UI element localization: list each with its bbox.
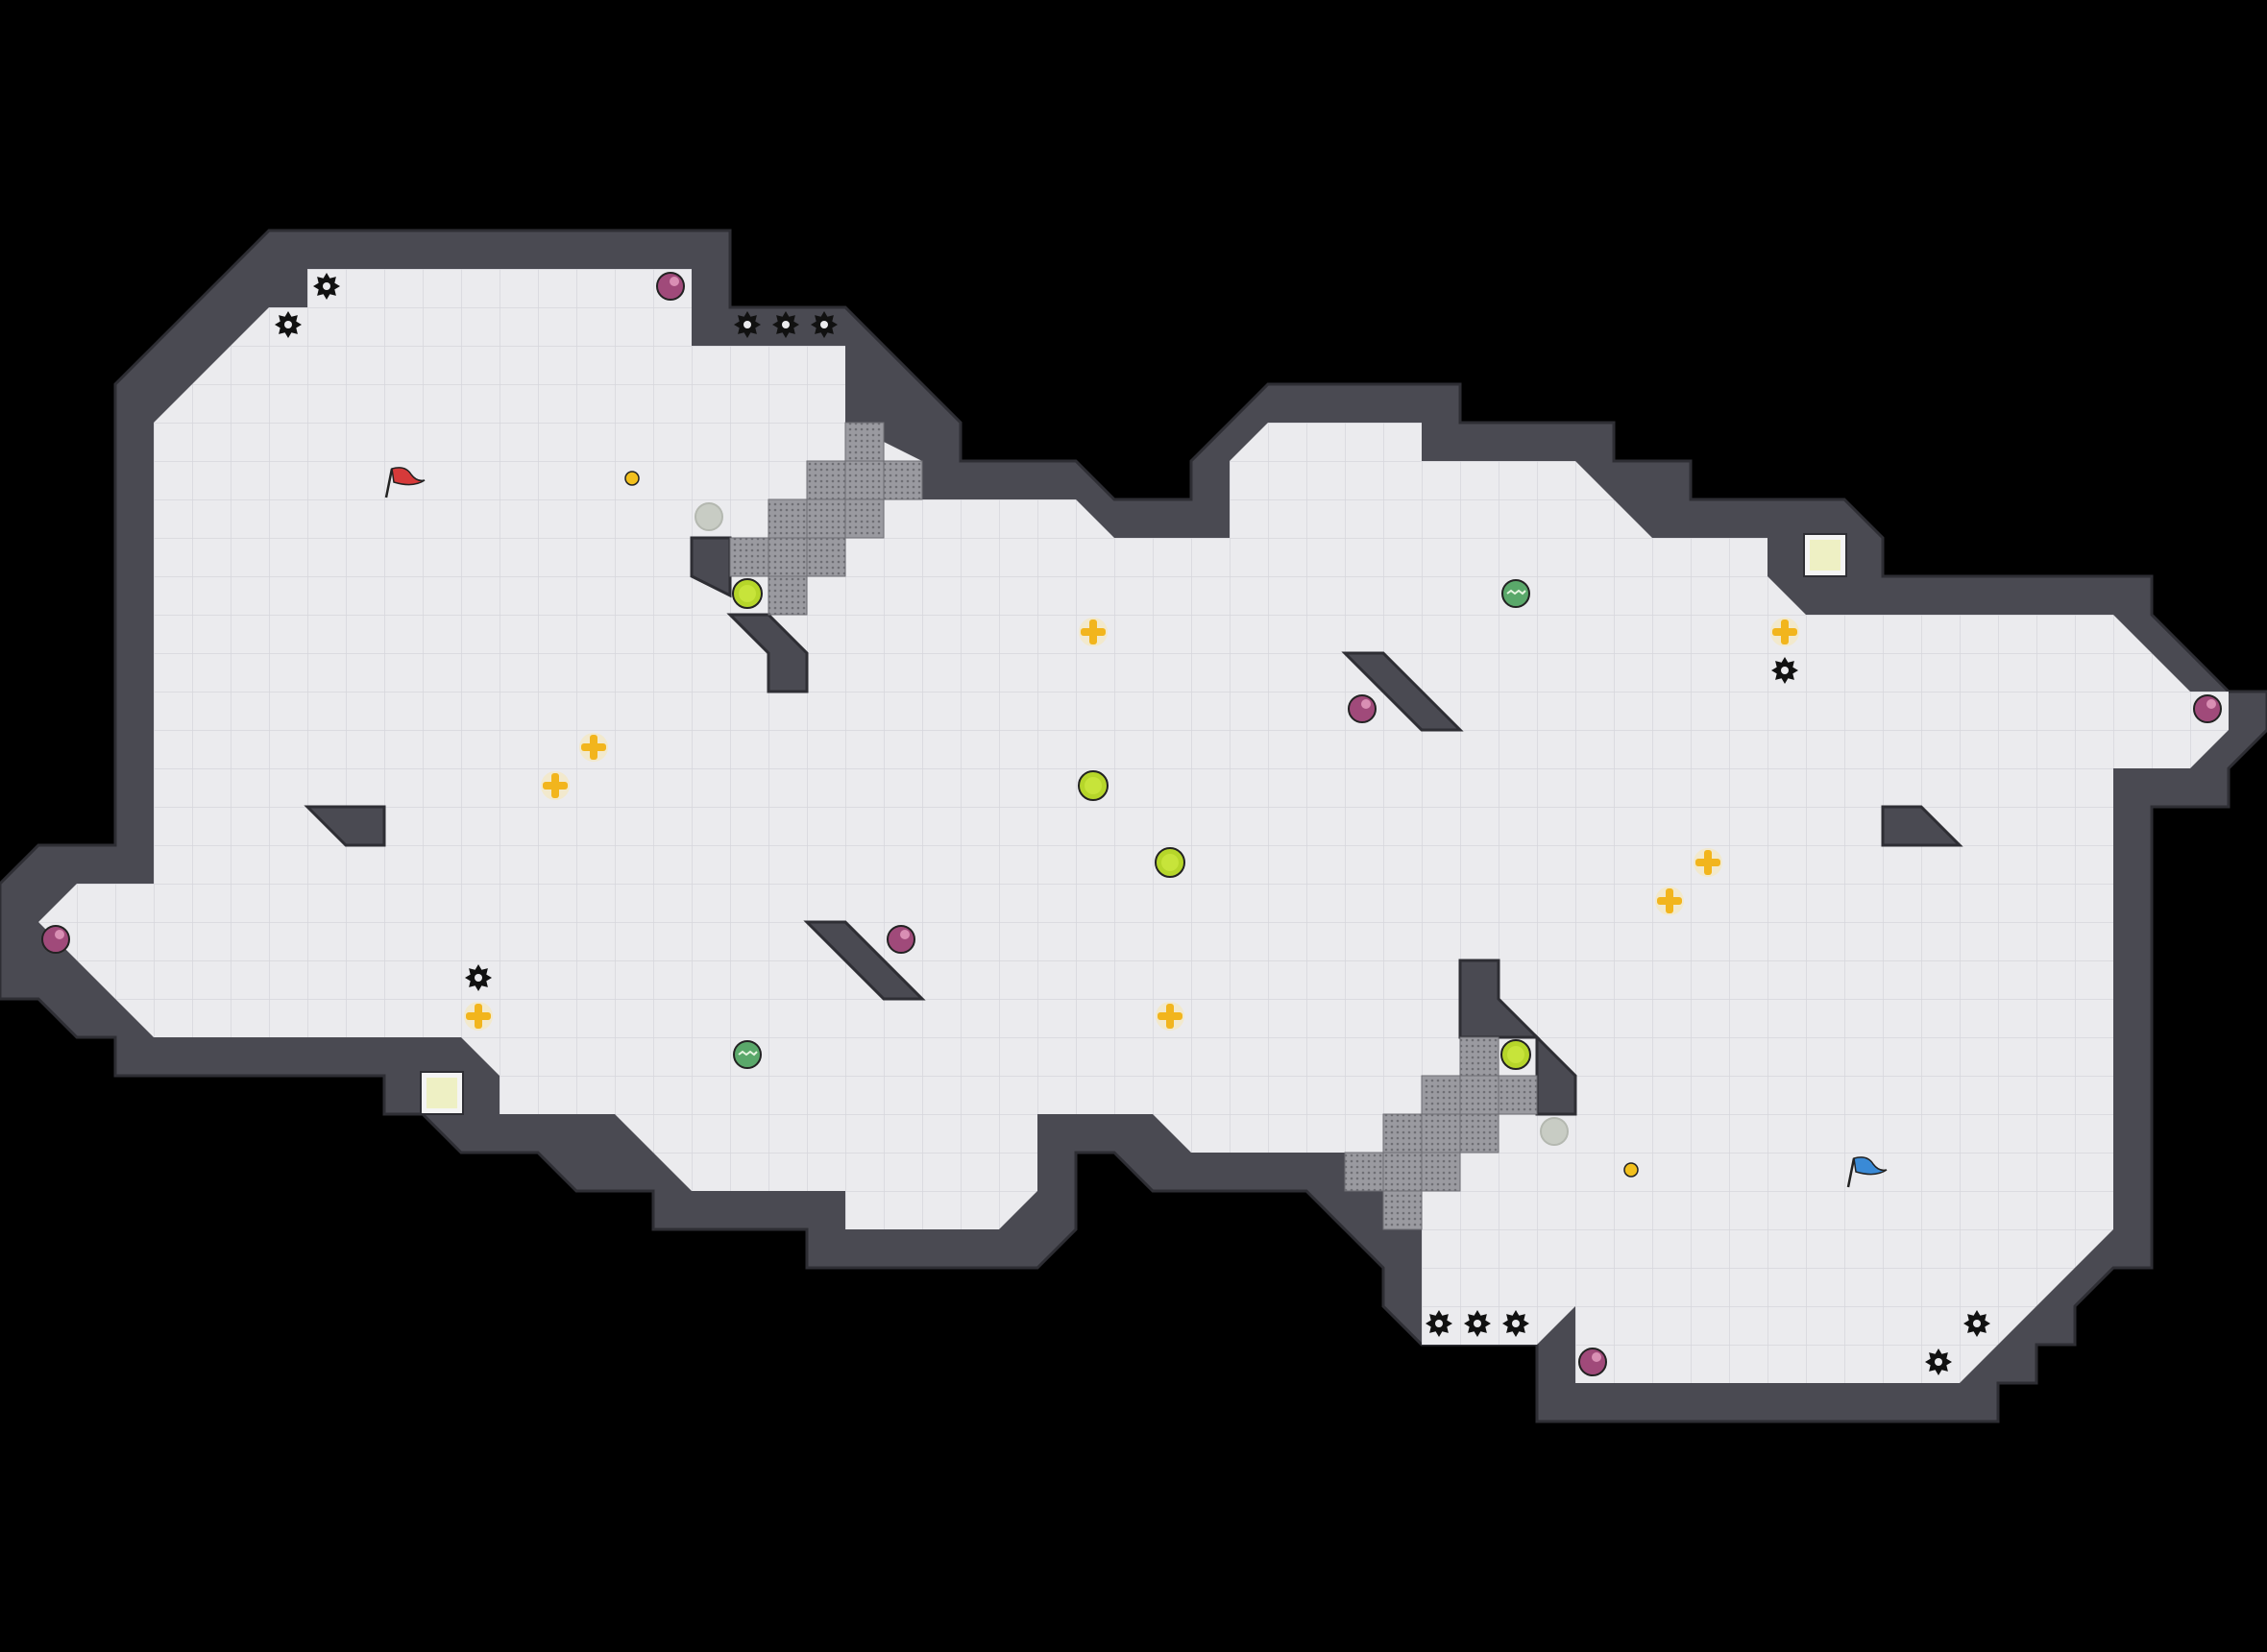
faded-orb-icon (1540, 1117, 1569, 1146)
spike-mine-icon (1963, 1310, 1990, 1337)
spike-mine-icon (772, 311, 799, 338)
spike-mine-icon (313, 273, 340, 300)
purple-bomb-icon (1348, 694, 1377, 723)
mesh-grate-tile (768, 575, 808, 616)
portal-pad-icon (420, 1071, 464, 1115)
green-boost-orb-icon (1500, 1039, 1531, 1070)
spike-mine-icon (275, 311, 302, 338)
yellow-cross-powerup-icon (1770, 618, 1799, 646)
spike-mine-icon (1464, 1310, 1491, 1337)
striped-gate-orb-icon (733, 1040, 762, 1069)
mesh-grate-tile (1459, 1075, 1499, 1115)
spike-mine-icon (811, 311, 838, 338)
level-objects (41, 272, 2222, 1376)
mesh-grate-tile (1421, 1152, 1461, 1192)
blue-flag-icon (1846, 1156, 1888, 1188)
spike-mine-icon (465, 964, 492, 991)
floor-area (38, 269, 2229, 1383)
green-boost-orb-icon (732, 578, 763, 609)
mesh-grate-tile (768, 498, 808, 539)
mesh-grate-tile (768, 537, 808, 577)
green-boost-orb-icon (1078, 770, 1109, 801)
mesh-grate-tile (1382, 1113, 1423, 1154)
purple-bomb-icon (1578, 1348, 1607, 1376)
mesh-grate-tile (1421, 1075, 1461, 1115)
yellow-cross-powerup-icon (579, 733, 608, 762)
yellow-cross-powerup-icon (1156, 1002, 1184, 1031)
mesh-grate-tile (1382, 1152, 1423, 1192)
yellow-cross-powerup-icon (1655, 887, 1684, 915)
mesh-grate-tile (1459, 1036, 1499, 1077)
spike-mine-icon (1771, 657, 1798, 684)
wall-segment (1458, 959, 1541, 1039)
yellow-cross-powerup-icon (1694, 848, 1722, 877)
gold-coin-icon (624, 471, 640, 486)
mesh-grate-tile (806, 537, 846, 577)
spike-mine-icon (1426, 1310, 1452, 1337)
green-boost-orb-icon (1155, 847, 1185, 878)
mesh-grate-tile (1498, 1075, 1538, 1115)
striped-gate-orb-icon (1501, 579, 1530, 608)
wall-segment (304, 805, 386, 847)
mesh-grate-tile (844, 422, 885, 462)
mesh-grate-tile (844, 498, 885, 539)
wall-segment (1881, 805, 1963, 847)
red-flag-icon (384, 467, 426, 498)
portal-pad-icon (1803, 533, 1847, 577)
mesh-grate-tile (729, 537, 769, 577)
purple-bomb-icon (2193, 694, 2222, 723)
yellow-cross-powerup-icon (464, 1002, 493, 1031)
faded-orb-icon (695, 502, 723, 531)
wall-segment (1341, 651, 1464, 732)
mesh-grate-tile (806, 498, 846, 539)
wall-segment (690, 536, 732, 598)
mesh-grate-tile (806, 460, 846, 500)
spike-mine-icon (1925, 1348, 1952, 1375)
purple-bomb-icon (887, 925, 915, 954)
purple-bomb-icon (656, 272, 685, 301)
yellow-cross-powerup-icon (1079, 618, 1108, 646)
mesh-grate-tile (1382, 1190, 1423, 1230)
mesh-grate-tile (1344, 1152, 1384, 1192)
inner-walls (304, 536, 1963, 1116)
gold-coin-icon (1623, 1162, 1639, 1178)
mesh-grate-tile (1421, 1113, 1461, 1154)
purple-bomb-icon (41, 925, 70, 954)
mesh-grates (729, 422, 1538, 1230)
spike-mine-icon (734, 311, 761, 338)
mesh-grate-tile (1459, 1113, 1499, 1154)
mesh-grate-tile (844, 460, 885, 500)
mesh-grate-tile (883, 460, 923, 500)
yellow-cross-powerup-icon (541, 771, 570, 800)
wall-segment (803, 920, 926, 1001)
spike-mine-icon (1502, 1310, 1529, 1337)
